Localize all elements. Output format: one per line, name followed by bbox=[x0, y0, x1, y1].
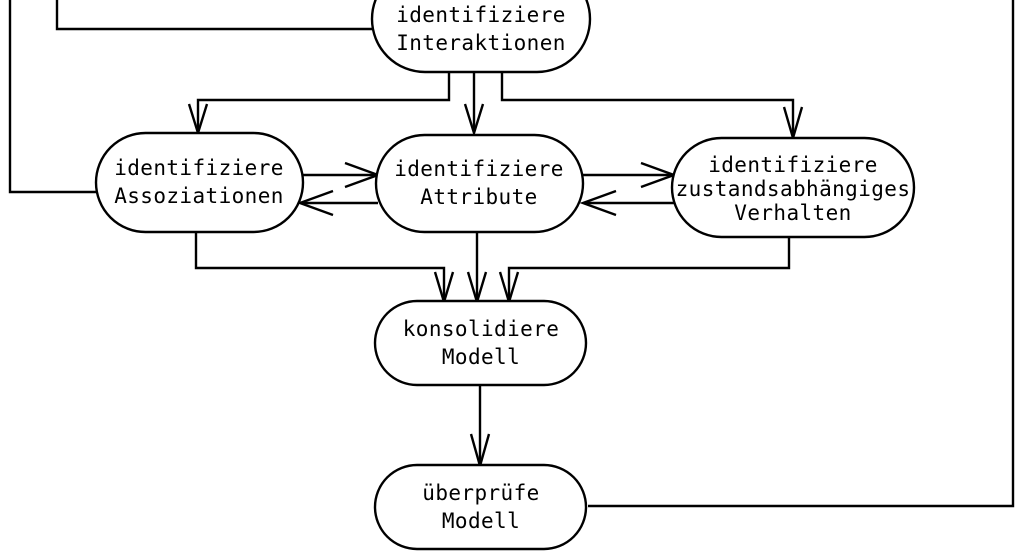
node-label-interaktionen-line1: identifiziere bbox=[396, 3, 566, 27]
node-identifiziere-interaktionen[interactable]: identifiziere Interaktionen bbox=[370, 0, 592, 74]
edge-interaktionen-assoziationen bbox=[196, 72, 451, 131]
node-label-attribute-line2: Attribute bbox=[420, 185, 537, 209]
node-shape-konsolidiere bbox=[373, 299, 588, 387]
node-label-konsolidiere-line1: konsolidiere bbox=[403, 317, 560, 341]
offpage-connectors bbox=[8, 0, 1015, 508]
edge-assoziationen-konsolidiere bbox=[194, 233, 446, 300]
node-label-zustandsverhalten-line3: Verhalten bbox=[734, 201, 851, 225]
node-label-zustandsverhalten-line2: zustandsabhängiges bbox=[676, 177, 911, 201]
node-identifiziere-assoziationen[interactable]: identifiziere Assoziationen bbox=[94, 131, 305, 234]
node-shape-zustandsverhalten bbox=[670, 136, 916, 239]
node-shape-assoziationen bbox=[94, 131, 305, 234]
edges-assoziationen-attribute bbox=[296, 161, 382, 217]
edge-offpage-top-to-interaktionen bbox=[55, 0, 372, 31]
node-identifiziere-attribute[interactable]: identifiziere Attribute bbox=[374, 133, 585, 234]
node-shape-ueberpruefe bbox=[373, 463, 588, 551]
node-konsolidiere-modell[interactable]: konsolidiere Modell bbox=[373, 299, 588, 387]
node-shape-attribute bbox=[374, 133, 585, 234]
arrowhead-zustandsverhalten-to-attribute bbox=[579, 189, 617, 217]
edge-interaktionen-zustandsverhalten bbox=[500, 72, 795, 136]
node-ueberpruefe-modell[interactable]: überprüfe Modell bbox=[373, 463, 588, 551]
edges-konsolidiere-to-ueberpruefe bbox=[469, 385, 491, 471]
edge-ueberpruefe-to-offpage-right bbox=[588, 0, 1015, 508]
node-label-ueberpruefe-line1: überprüfe bbox=[422, 481, 539, 505]
node-label-konsolidiere-line2: Modell bbox=[442, 345, 520, 369]
node-identifiziere-zustandsabhaengiges-verhalten[interactable]: identifiziere zustandsabhängiges Verhalt… bbox=[670, 136, 916, 239]
node-shape-interaktionen bbox=[370, 0, 592, 74]
edges-attribute-zustandsverhalten bbox=[579, 161, 678, 217]
node-label-ueberpruefe-line2: Modell bbox=[442, 509, 520, 533]
edge-zustandsverhalten-konsolidiere bbox=[507, 237, 791, 300]
node-label-assoziationen-line1: identifiziere bbox=[114, 156, 284, 180]
node-label-interaktionen-line2: Interaktionen bbox=[396, 31, 566, 55]
node-label-attribute-line1: identifiziere bbox=[394, 157, 564, 181]
edges-row2-to-konsolidiere bbox=[194, 233, 791, 307]
edges-interaktionen-to-row2 bbox=[187, 72, 804, 143]
arrowhead-interaktionen-attribute bbox=[463, 103, 485, 138]
node-label-zustandsverhalten-line1: identifiziere bbox=[708, 153, 878, 177]
node-label-assoziationen-line2: Assoziationen bbox=[114, 184, 284, 208]
edge-offpage-left-to-assoziationen bbox=[8, 0, 110, 194]
